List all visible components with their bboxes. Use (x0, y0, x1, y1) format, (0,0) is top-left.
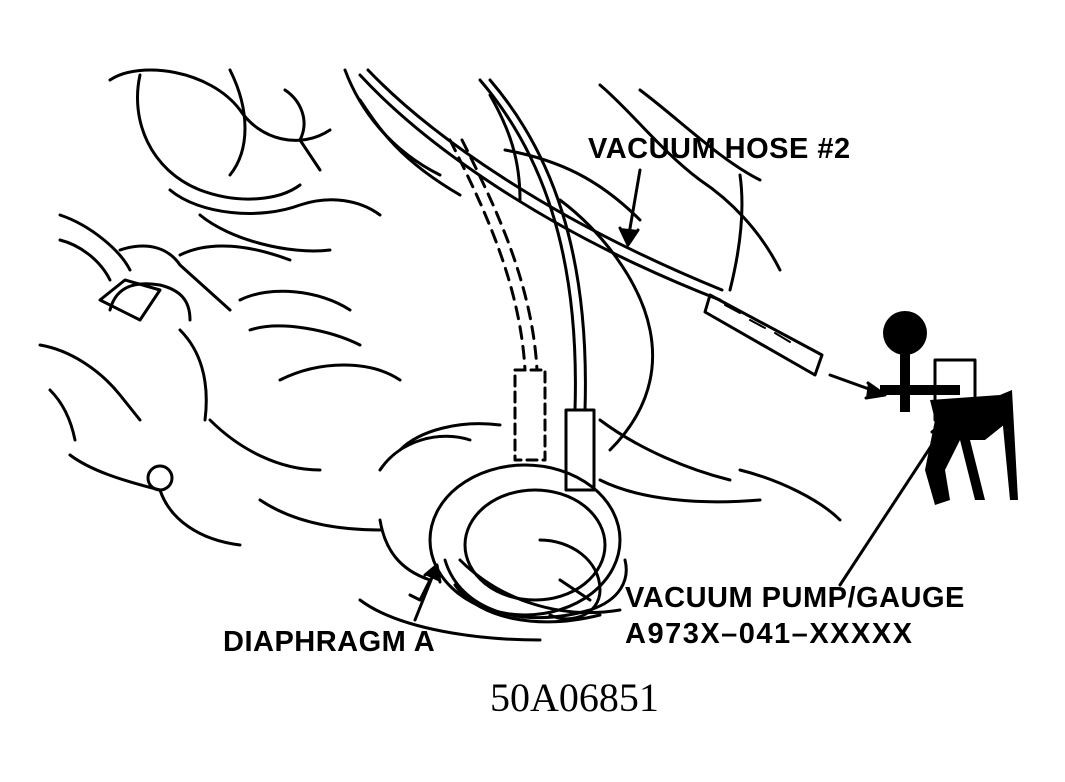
diaphragm-icon (378, 422, 628, 624)
vacuum-hose-label: VACUUM HOSE #2 (588, 133, 851, 165)
figure-code: 50A06851 (490, 675, 659, 720)
vacuum-pump-part-number: A973X–041–XXXXX (625, 618, 914, 650)
engine-outline-icon (38, 68, 842, 642)
vacuum-pump-gauge-icon (880, 311, 1018, 505)
vacuum-pump-label: VACUUM PUMP/GAUGE (625, 582, 965, 614)
callout-arrows (413, 168, 950, 622)
diaphragm-label: DIAPHRAGM A (223, 626, 436, 658)
